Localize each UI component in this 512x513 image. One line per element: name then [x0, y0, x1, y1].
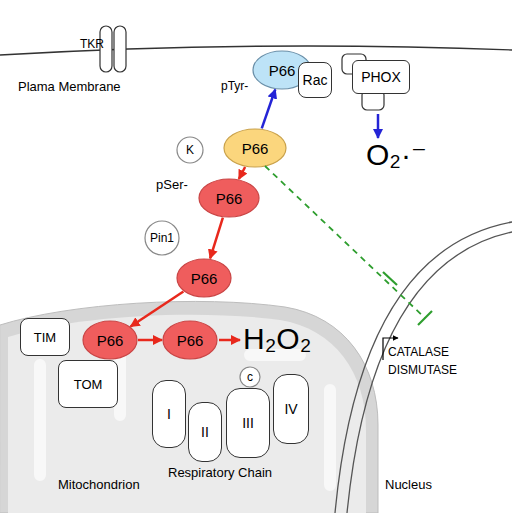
- node-text: II: [201, 424, 209, 440]
- node-text: P66: [242, 140, 269, 157]
- protein-ellipse: P66: [223, 128, 287, 168]
- gene-label: CATALASE: [388, 346, 449, 359]
- node-text: TOM: [74, 377, 103, 392]
- product-label: H₂O₂: [243, 322, 311, 355]
- organelle-shape: [8, 315, 366, 513]
- plasma-membrane-line: [0, 46, 512, 55]
- node-text: P66: [216, 190, 243, 207]
- receptor-subunit: [114, 26, 126, 72]
- node-text: I: [167, 406, 171, 422]
- node-text: III: [242, 415, 254, 431]
- node-shape: [240, 367, 260, 387]
- translocase-box: TIM: [20, 318, 70, 356]
- node-shape: [83, 321, 137, 359]
- node-shape: [177, 137, 203, 163]
- inhibition-line: [265, 166, 425, 318]
- protein-ellipse: P66: [198, 178, 260, 218]
- organelle-shape: [347, 232, 512, 513]
- nuclear-pore-crossing: [383, 272, 397, 285]
- node-text: c: [247, 370, 253, 384]
- node-text: IV: [284, 401, 297, 417]
- node-text: Mitochondrion: [58, 477, 140, 492]
- enzyme-circle: Pin1: [144, 220, 180, 256]
- membrane-label: Plama Membrane: [18, 80, 121, 94]
- node-shape: [199, 179, 259, 217]
- node-text: P66: [269, 62, 296, 79]
- gene-label: DISMUTASE: [388, 364, 457, 377]
- complex-box: IV: [273, 374, 309, 444]
- organelle-shape: [40, 345, 330, 485]
- modification-label: pTyr-: [221, 80, 248, 93]
- kinase-circle: K: [176, 136, 204, 164]
- complex-box: I: [152, 380, 186, 448]
- complex-box: II: [188, 402, 222, 462]
- node-text: P66: [191, 270, 218, 287]
- node-shape: [163, 321, 217, 359]
- cytochrome-circle: c: [239, 366, 261, 388]
- production-arrow: [219, 339, 240, 342]
- node-shape: [145, 221, 179, 255]
- protein-ellipse: P66: [176, 258, 232, 298]
- node-text: Pin1: [150, 231, 174, 245]
- node-shape: [177, 259, 231, 297]
- flow-arrow: [210, 218, 223, 259]
- node-text: K: [186, 143, 194, 157]
- organelle-region: MitochondrionTIMTOMP66P66cIIIIIIIV: [0, 295, 380, 513]
- protein-box: PHOX: [352, 60, 410, 94]
- node-text: Nucleus: [385, 477, 432, 492]
- inhibition-bar: [418, 311, 432, 325]
- node-text: PHOX: [361, 69, 401, 85]
- production-arrow: [377, 114, 380, 138]
- group-label: Respiratory Chain: [168, 466, 272, 480]
- flow-arrow: [138, 339, 162, 342]
- translocase-box: TOM: [58, 360, 118, 408]
- node-text: TIM: [34, 330, 56, 345]
- node-shape: [224, 129, 286, 167]
- product-label: O₂·⁻: [366, 138, 427, 171]
- receptor-label: TKR: [80, 38, 104, 51]
- complex-box: III: [226, 388, 270, 458]
- organelle-shape: [0, 301, 378, 513]
- organelle-shape: [335, 222, 512, 513]
- node-text: P66: [97, 332, 124, 349]
- modification-label: pSer-: [156, 178, 188, 192]
- node-text: P66: [177, 332, 204, 349]
- protein-box: Rac: [298, 62, 332, 98]
- node-text: Rac: [303, 72, 328, 88]
- protein-ellipse: P66: [82, 320, 138, 360]
- flow-arrow: [239, 167, 245, 179]
- flow-arrow: [262, 89, 275, 128]
- flow-arrow: [131, 292, 184, 327]
- protein-ellipse: P66: [162, 320, 218, 360]
